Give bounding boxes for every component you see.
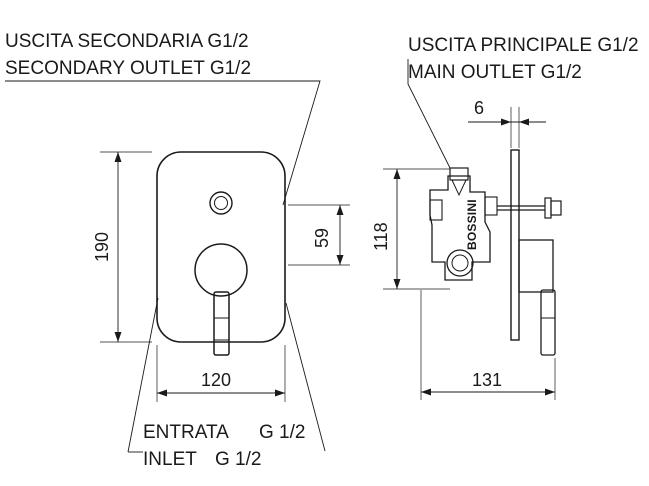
side-view: BOSSINI [429,149,562,356]
dim-side-depth-text: 131 [472,370,502,390]
inlet-leader-left [127,297,159,453]
handle-lever [213,291,230,356]
inlet-label-en-size: G 1/2 [215,449,261,470]
diverter-knob [209,191,233,215]
inlet-label-it-size: G 1/2 [259,422,305,443]
main-outlet-label-en: MAIN OUTLET G1/2 [408,62,582,83]
dim-front-width-text: 120 [201,370,231,390]
handle-hub [194,243,248,297]
main-outlet-leader [407,59,451,169]
inlet-label-it-word: ENTRATA [143,422,229,443]
dim-plate-thickness-text: 6 [474,98,484,118]
side-handle-hub [518,239,554,293]
main-outlet-nipple [449,167,469,181]
dim-front-height: 190 [92,151,152,343]
main-outlet-label-it: USCITA PRINCIPALE G1/2 [408,35,639,56]
dim-side-height: 118 [371,168,450,290]
body-brand-text: BOSSINI [465,199,479,250]
valve-body [429,175,491,281]
inlet-label-en-word: INLET [143,449,197,470]
secondary-outlet-label-it: USCITA SECONDARIA G1/2 [5,31,249,52]
dim-outlet-offset-text: 59 [312,228,332,248]
secondary-outlet-label-en: SECONDARY OUTLET G1/2 [5,58,251,79]
diverter-knob-side [544,197,552,219]
secondary-outlet-leader [5,80,321,206]
front-cover-plate [156,151,286,343]
inlet-leader-right [285,302,326,452]
diverter-knob-inner [214,196,228,210]
dim-front-width: 120 [156,345,286,402]
dim-side-height-text: 118 [371,222,391,251]
dim-side-depth: 131 [420,290,556,400]
side-cover-plate [510,149,520,341]
side-handle-lever [540,289,556,356]
dim-plate-thickness: 6 [468,98,546,148]
dim-outlet-offset: 59 [288,204,350,266]
front-view [156,151,286,356]
dim-front-height-text: 190 [92,232,112,262]
inlet-fitting [446,249,474,277]
